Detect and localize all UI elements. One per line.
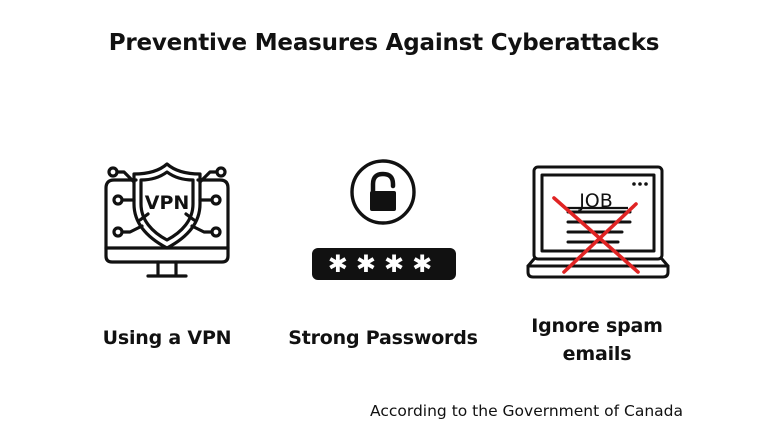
red-cross-mark — [552, 196, 640, 274]
vpn-badge-text: VPN — [145, 192, 190, 214]
password-mask: ✱✱✱✱ — [328, 250, 440, 278]
measure-label-passwords: Strong Passwords — [288, 327, 478, 349]
padlock-password-icon: ✱✱✱✱ — [310, 158, 460, 284]
measure-label-vpn: Using a VPN — [102, 327, 232, 349]
measure-label-spam: Ignore spam emails — [531, 315, 663, 365]
vpn-shield-monitor-icon: VPN — [100, 152, 234, 284]
laptop-spam-job-crossed-icon: JOB — [526, 164, 670, 284]
job-badge-text: JOB — [578, 190, 613, 212]
page-title: Preventive Measures Against Cyberattacks — [108, 30, 660, 56]
source-note: According to the Government of Canada — [370, 402, 683, 420]
